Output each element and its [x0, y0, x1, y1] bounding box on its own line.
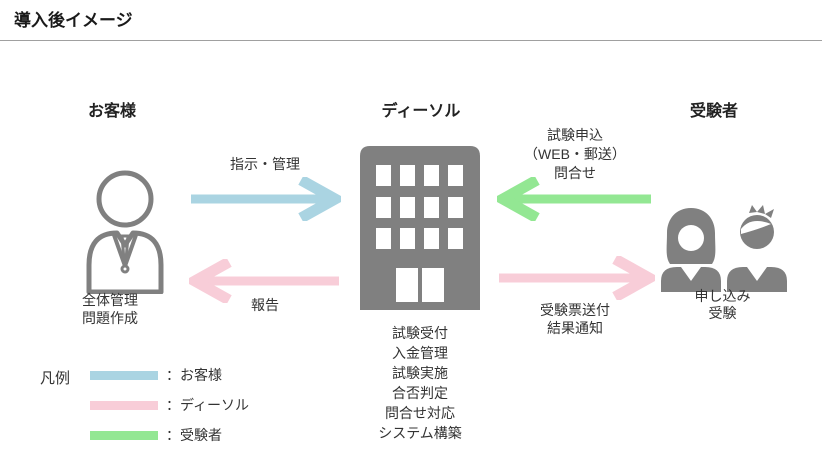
report-arrow-icon: [189, 259, 339, 303]
legend-label-customer: ：お客様: [166, 367, 222, 383]
legend-swatch-dsol: [90, 400, 158, 410]
person-head: [96, 170, 154, 228]
customer-tasks: 全体管理 問題作成: [82, 292, 138, 326]
company-building-icon: [360, 146, 480, 310]
examinee-header: 受験者: [689, 103, 738, 120]
legend-item-dsol: ：ディーソル: [90, 396, 249, 414]
application-arrow-label: 試験申込 （WEB・郵送） 問合せ: [524, 127, 626, 181]
examinee-tasks: 申し込み 受験: [694, 288, 751, 321]
female-examinee-icon: [661, 208, 721, 292]
dsol-header: ディーソル: [381, 103, 461, 120]
legend-item-examinee: ：受験者: [90, 426, 222, 444]
person-tie: [120, 234, 130, 262]
title-divider: [0, 40, 822, 41]
male-examinee-icon: [727, 205, 787, 292]
customer-header: お客様: [87, 103, 136, 120]
legend-item-customer: ：お客様: [90, 366, 222, 384]
building-body: [360, 146, 480, 310]
page-title: 導入後イメージ: [14, 11, 133, 30]
instruction-arrow-icon: [191, 177, 341, 221]
legend-label-examinee: ：受験者: [166, 427, 222, 443]
legend-title: 凡例: [40, 370, 71, 387]
application-arrow-icon: [497, 177, 651, 221]
person-button: [120, 264, 130, 274]
customer-person-icon: [86, 170, 164, 294]
dsol-tasks: 試験受付 入金管理 試験実施 合否判定 問合せ対応 システム構築: [378, 325, 462, 441]
instruction-arrow-label: 指示・管理: [230, 156, 300, 172]
legend-label-dsol: ：ディーソル: [166, 397, 250, 413]
examinees-icon: [661, 205, 787, 292]
legend-swatch-customer: [90, 370, 158, 380]
ticket-arrow-label: 受験票送付 結果通知: [540, 302, 610, 336]
legend-swatch-examinee: [90, 430, 158, 440]
report-arrow-label: 報告: [251, 297, 279, 313]
ticket-arrow-icon: [499, 256, 655, 300]
building-windows: [376, 165, 463, 302]
